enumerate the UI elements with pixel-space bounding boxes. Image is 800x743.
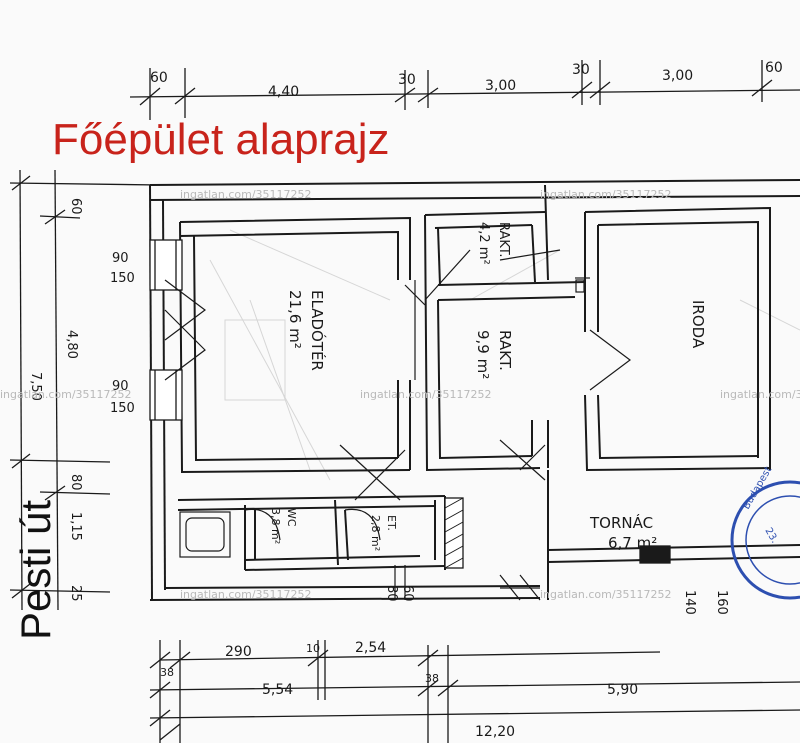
room-area-et: 2,8 m² [369, 515, 382, 551]
dim-top-2: 30 [398, 72, 416, 88]
room-name-iroda: IRODA [689, 300, 707, 349]
watermark-1: ingatlan.com/35117252 [180, 188, 312, 201]
watermarks: ingatlan.com/35117252 ingatlan.com/35117… [0, 188, 800, 601]
inner-dimensions: 60 80 140 160 [384, 585, 729, 615]
dim-top-1: 4,40 [268, 84, 299, 100]
room-labels: ELADÓTÉR 21,6 m² RAKT. 4,2 m² RAKT. 9,9 … [269, 222, 707, 552]
dim-inner-0: 60 [400, 585, 415, 602]
dim-left-5: 90 [112, 379, 129, 394]
room-name-wc: WC [285, 508, 298, 527]
dim-bottom-38b: 38 [425, 672, 439, 685]
dim-inner-2: 140 [682, 590, 697, 615]
room-area-wc: 3,8 m² [269, 508, 282, 544]
room-area-rakt-large: 9,9 m² [474, 330, 492, 379]
dim-bottom-554: 5,54 [262, 682, 293, 698]
room-name-rakt-large: RAKT. [496, 330, 514, 371]
bottom-dimensions: 290 10 2,54 38 5,54 38 5,90 12,20 [160, 640, 638, 740]
stamp-seal: Budapest 23. [730, 465, 800, 600]
dim-bottom-10: 10 [306, 642, 320, 655]
watermark-2: ingatlan.com/35117252 [540, 188, 672, 201]
windows [149, 239, 671, 569]
room-name-eladoter: ELADÓTÉR [308, 290, 327, 371]
room-area-rakt-small: 4,2 m² [476, 222, 491, 265]
room-name-et: ET. [385, 515, 398, 531]
top-dimensions: 60 4,40 30 3,00 30 3,00 60 [150, 60, 783, 100]
dim-left-4: 7,50 [28, 372, 43, 401]
dim-top-0: 60 [150, 70, 168, 86]
door-swings [164, 249, 631, 601]
dim-left-3: 4,80 [64, 330, 79, 359]
walls [149, 179, 800, 601]
room-area-eladoter: 21,6 m² [286, 290, 304, 349]
dim-bottom-38a: 38 [160, 666, 174, 679]
dim-left-2: 150 [110, 271, 135, 286]
room-area-tornac: 6,7 m² [608, 534, 657, 552]
watermark-7: ingatlan.com/35117252 [540, 588, 672, 601]
stamp-text-district: 23. [762, 526, 779, 545]
hatching [444, 497, 464, 569]
dim-bottom-590: 5,90 [607, 682, 638, 698]
dim-inner-3: 160 [714, 590, 729, 615]
dim-top-6: 60 [765, 60, 783, 76]
room-name-tornac: TORNÁC [589, 513, 653, 532]
dim-inner-1: 80 [384, 585, 399, 602]
dim-bottom-1220: 12,20 [475, 724, 515, 740]
watermark-3: ingatlan.com/35117252 [0, 388, 132, 401]
dimension-lines [9, 60, 800, 743]
stamp-text-city: Budapest [741, 465, 774, 512]
left-dimensions: 60 90 150 4,80 7,50 90 150 80 1,15 25 [28, 198, 135, 602]
watermark-4: ingatlan.com/35117252 [360, 388, 492, 401]
dim-bottom-254: 2,54 [355, 640, 386, 656]
room-name-rakt-small: RAKT. [496, 222, 511, 257]
dim-top-4: 30 [572, 62, 590, 78]
dim-left-6: 150 [110, 401, 135, 416]
street-label: Pesti út [12, 499, 59, 640]
dim-left-7: 80 [68, 474, 83, 491]
dim-left-8: 1,15 [68, 512, 83, 541]
dim-left-1: 90 [112, 251, 129, 266]
watermark-6: ingatlan.com/35117252 [180, 588, 312, 601]
watermark-5: ingatlan.com/35117252 [720, 388, 800, 401]
dim-left-0: 60 [68, 198, 83, 215]
dim-left-9: 25 [68, 585, 83, 602]
plan-title: Főépület alaprajz [52, 115, 390, 164]
dim-top-3: 3,00 [485, 78, 516, 94]
dim-bottom-290: 290 [225, 644, 252, 660]
dim-top-5: 3,00 [662, 68, 693, 84]
